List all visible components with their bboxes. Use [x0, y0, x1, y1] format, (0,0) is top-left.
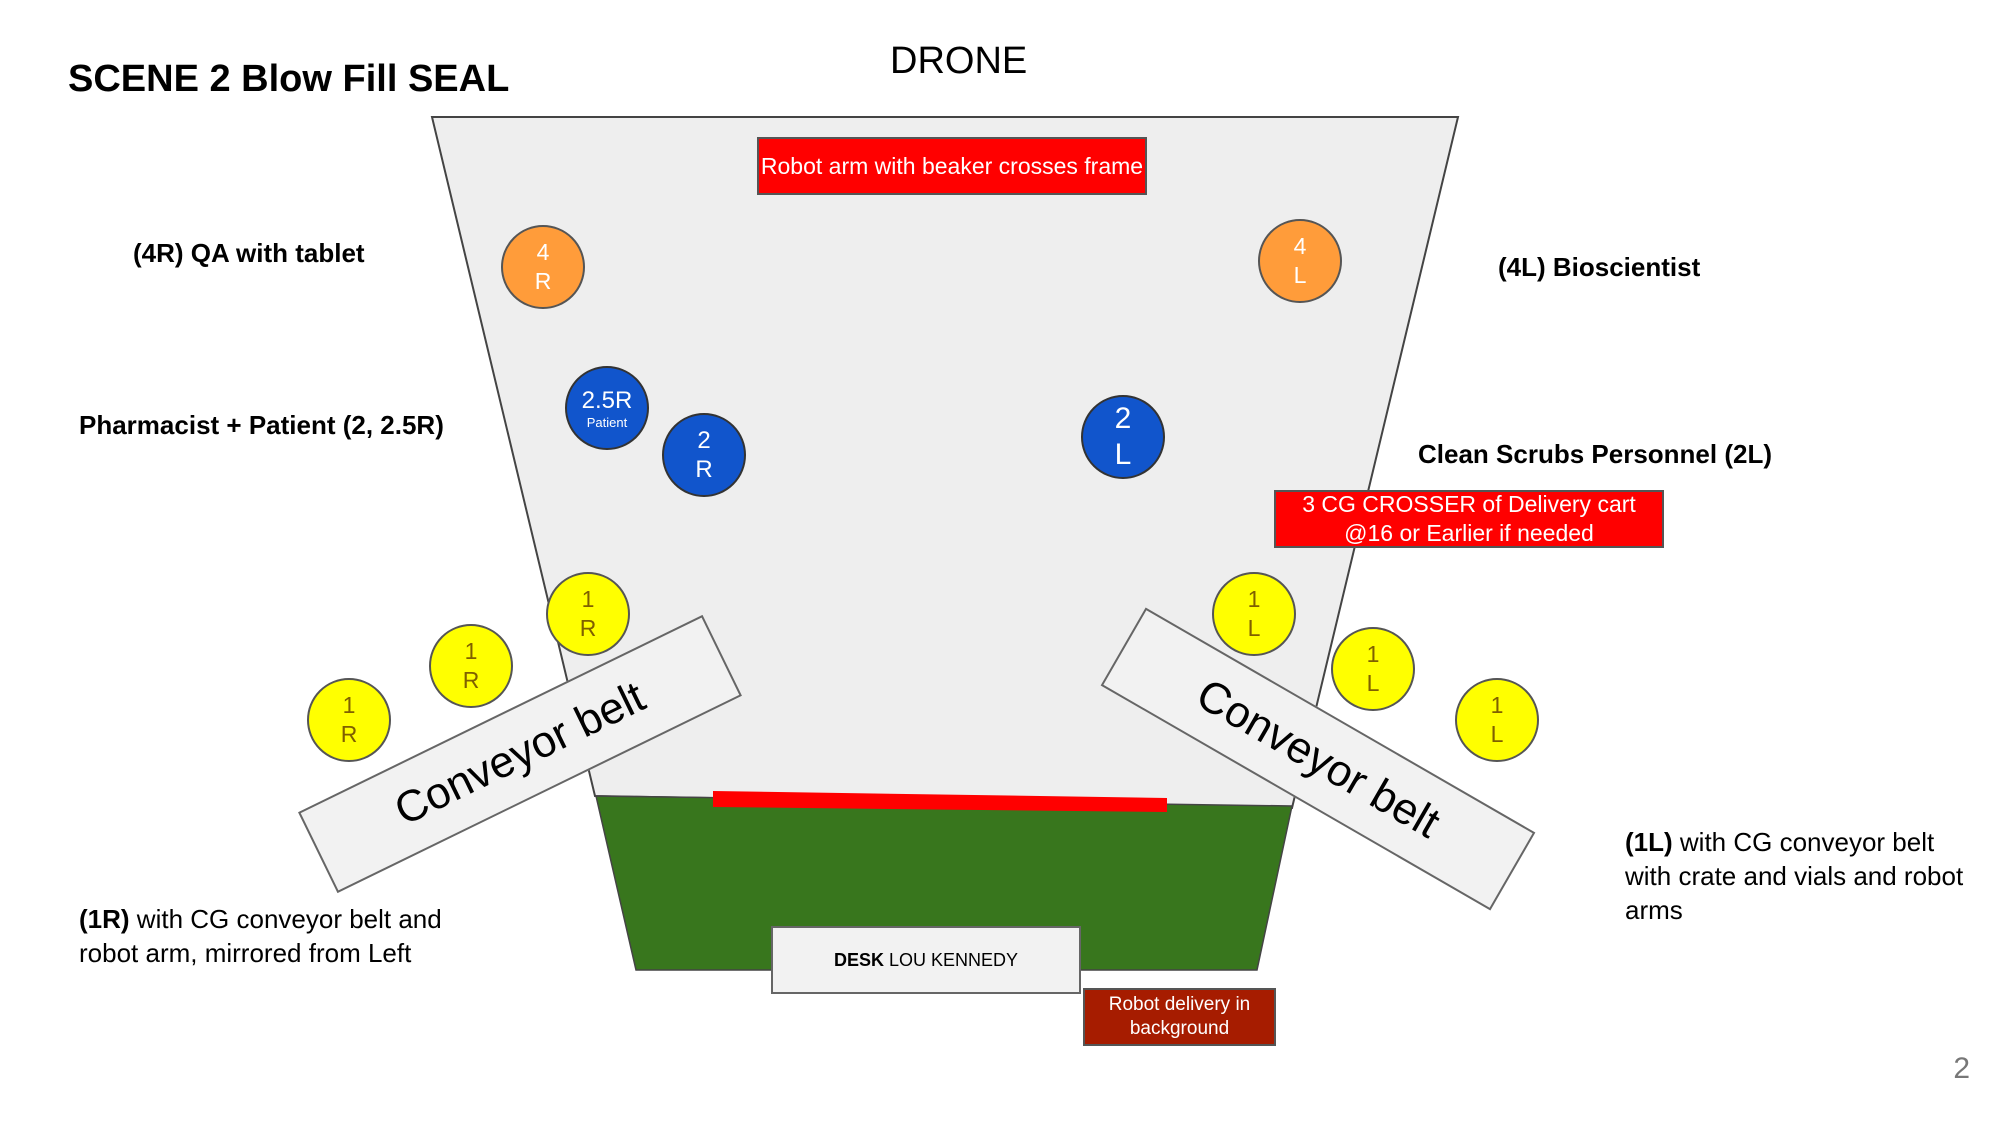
label-qa: (4R) QA with tablet	[133, 238, 365, 268]
red-line	[713, 791, 1167, 812]
marker-4r-bottom: R	[534, 268, 552, 294]
cg-crosser-note: 3 CG CROSSER of Delivery cart @16 or Ear…	[1274, 490, 1664, 548]
marker-1r-a-top: 1	[581, 586, 595, 612]
marker-1r-a[interactable]: 1 R	[546, 572, 630, 656]
marker-1l-a-bottom: L	[1247, 615, 1261, 641]
marker-2-5r-top: 2.5R	[581, 386, 633, 414]
marker-1r-a-bottom: R	[579, 615, 597, 641]
drone-label: DRONE	[890, 40, 1028, 82]
desk-box[interactable]: DESK LOU KENNEDY	[771, 926, 1081, 994]
marker-1r-c[interactable]: 1 R	[307, 678, 391, 762]
label-clean-scrubs: Clean Scrubs Personnel (2L)	[1418, 439, 1772, 469]
marker-4r[interactable]: 4 R	[501, 225, 585, 309]
marker-4l-top: 4	[1293, 233, 1307, 259]
marker-1r-c-top: 1	[342, 692, 356, 718]
marker-2l-top: 2	[1114, 402, 1132, 435]
label-pharmacist: Pharmacist + Patient (2, 2.5R)	[79, 410, 444, 440]
marker-2r-top: 2	[697, 427, 711, 454]
label-1l-text: with CG conveyor belt with crate and via…	[1625, 827, 1964, 925]
robot-delivery-note: Robot delivery in background	[1083, 988, 1276, 1046]
marker-1l-c-top: 1	[1490, 692, 1504, 718]
label-1r-text: with CG conveyor belt and robot arm, mir…	[79, 904, 442, 968]
label-1l: (1L) with CG conveyor belt with crate an…	[1625, 825, 1965, 927]
marker-1r-c-bottom: R	[340, 721, 358, 747]
marker-1l-b[interactable]: 1 L	[1331, 627, 1415, 711]
label-1l-bold: (1L)	[1625, 827, 1673, 857]
page-number: 2	[1953, 1052, 1970, 1085]
desk-label: DESK	[833, 949, 884, 970]
page-title: SCENE 2 Blow Fill SEAL	[68, 58, 510, 100]
marker-1l-b-bottom: L	[1366, 670, 1380, 696]
marker-2l-bottom: L	[1114, 438, 1132, 471]
marker-1l-c[interactable]: 1 L	[1455, 678, 1539, 762]
marker-2-5r-bottom: Patient	[586, 414, 628, 430]
marker-2r[interactable]: 2 R	[662, 413, 746, 497]
marker-1l-b-top: 1	[1366, 641, 1380, 667]
label-bioscientist: (4L) Bioscientist	[1498, 252, 1701, 282]
label-1r: (1R) with CG conveyor belt and robot arm…	[79, 902, 479, 970]
marker-4l-bottom: L	[1293, 262, 1307, 288]
robot-arm-note: Robot arm with beaker crosses frame	[757, 137, 1147, 195]
desk-name: LOU KENNEDY	[888, 949, 1019, 970]
marker-1r-b[interactable]: 1 R	[429, 624, 513, 708]
marker-2l[interactable]: 2 L	[1081, 395, 1165, 479]
marker-4r-top: 4	[536, 239, 550, 265]
marker-2r-bottom: R	[695, 456, 713, 483]
marker-1l-a[interactable]: 1 L	[1212, 572, 1296, 656]
marker-2-5r[interactable]: 2.5R Patient	[565, 366, 649, 450]
marker-1r-b-top: 1	[464, 638, 478, 664]
marker-1l-a-top: 1	[1247, 586, 1261, 612]
marker-4l[interactable]: 4 L	[1258, 219, 1342, 303]
label-1r-bold: (1R)	[79, 904, 130, 934]
marker-1l-c-bottom: L	[1490, 721, 1504, 747]
marker-1r-b-bottom: R	[462, 667, 480, 693]
